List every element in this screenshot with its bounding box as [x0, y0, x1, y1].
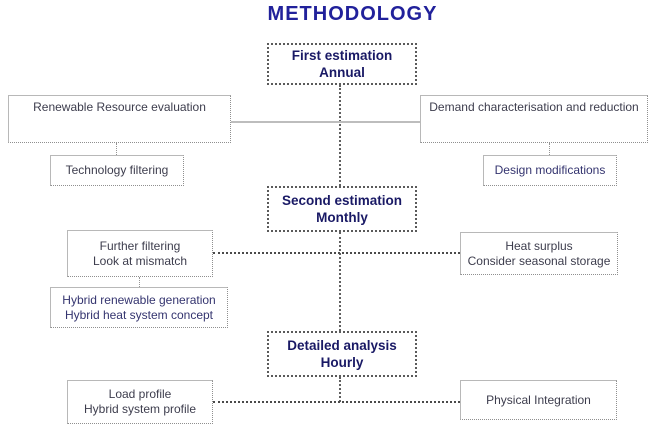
- connector-first-to-second: [339, 85, 341, 186]
- node-first-estimation-line1: First estimation: [291, 48, 393, 63]
- node-heat-line1: Heat surplus: [505, 238, 573, 253]
- node-demand-label: Demand characterisation and reduction: [429, 100, 639, 114]
- node-further-line2: Look at mismatch: [92, 253, 188, 268]
- node-heat-line2: Consider seasonal storage: [467, 253, 611, 268]
- node-detailed-analysis-line2: Hourly: [320, 355, 364, 370]
- node-load-profile: Load profile Hybrid system profile: [67, 380, 213, 424]
- node-hybrid-line2: Hybrid heat system concept: [64, 307, 214, 322]
- node-further-line1: Further filtering: [99, 238, 181, 253]
- node-renewable-label: Renewable Resource evaluation: [33, 100, 206, 114]
- connector-renewable-demand: [231, 121, 420, 123]
- connector-demand-to-design: [549, 143, 550, 155]
- node-second-estimation: Second estimation Monthly: [267, 186, 417, 232]
- node-first-estimation-line2: Annual: [319, 65, 365, 80]
- connector-further-to-hybrid: [139, 277, 140, 287]
- node-detailed-analysis-line1: Detailed analysis: [287, 338, 397, 353]
- node-technology-filtering: Technology filtering: [50, 155, 184, 186]
- node-load-line2: Hybrid system profile: [83, 402, 197, 416]
- node-design-label: Design modifications: [494, 163, 606, 177]
- node-second-estimation-line1: Second estimation: [281, 193, 403, 208]
- node-renewable-resource-evaluation: Renewable Resource evaluation: [8, 95, 231, 143]
- node-first-estimation: First estimation Annual: [267, 43, 417, 85]
- node-detailed-analysis: Detailed analysis Hourly: [267, 331, 417, 377]
- page-title: METHODOLOGY: [267, 3, 438, 25]
- connector-renewable-to-technology: [116, 143, 117, 155]
- connector-second-to-detailed: [339, 232, 341, 331]
- connector-detailed-to-bottom: [339, 377, 341, 402]
- node-physical-label: Physical Integration: [486, 392, 591, 407]
- node-further-filtering: Further filtering Look at mismatch: [67, 230, 213, 277]
- node-heat-surplus: Heat surplus Consider seasonal storage: [460, 232, 618, 275]
- node-hybrid-line1: Hybrid renewable generation: [62, 292, 216, 307]
- node-demand-characterisation: Demand characterisation and reduction: [420, 95, 648, 143]
- node-load-line1: Load profile: [108, 387, 172, 401]
- connector-further-heat: [213, 252, 460, 254]
- node-physical-integration: Physical Integration: [460, 380, 617, 420]
- node-design-modifications: Design modifications: [483, 155, 617, 186]
- node-technology-label: Technology filtering: [65, 163, 169, 177]
- node-hybrid-generation: Hybrid renewable generation Hybrid heat …: [50, 287, 228, 328]
- connector-load-physical: [213, 401, 460, 403]
- node-second-estimation-line2: Monthly: [316, 210, 368, 225]
